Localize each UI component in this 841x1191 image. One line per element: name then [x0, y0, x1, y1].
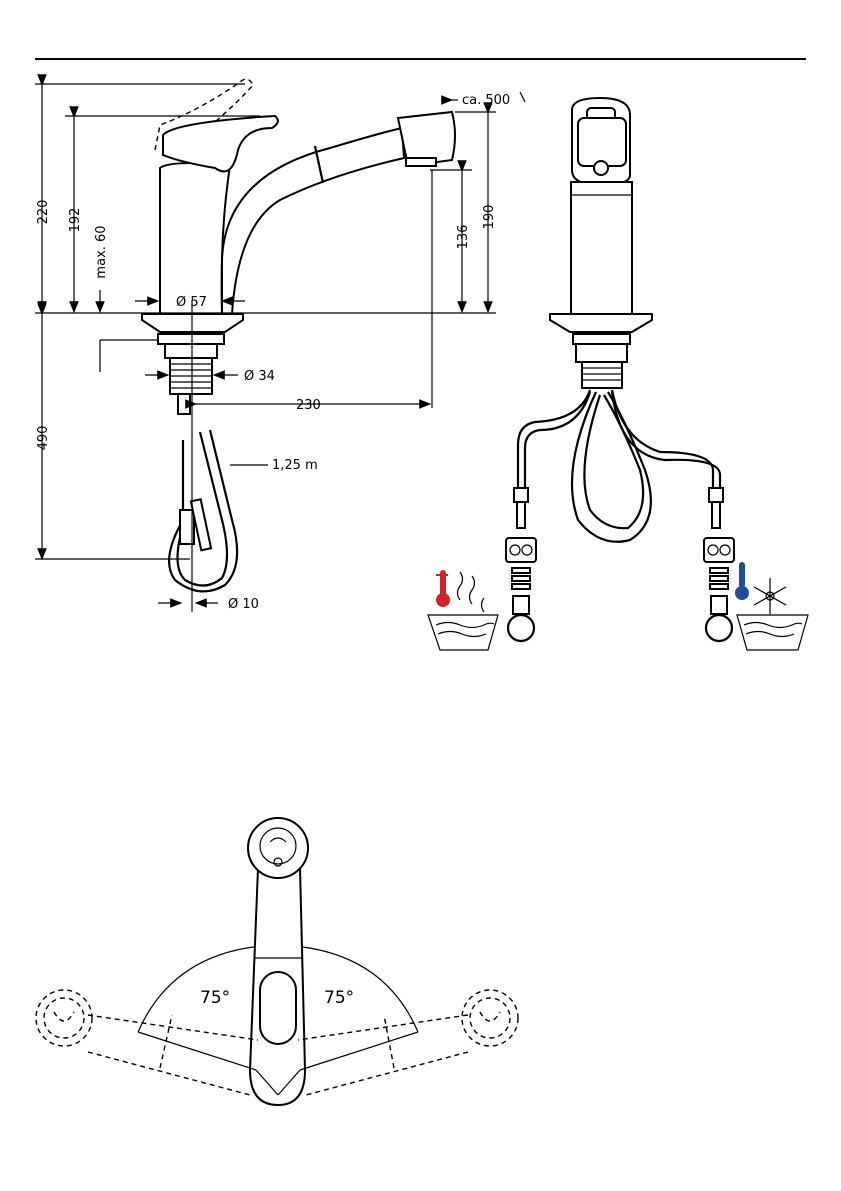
- front-view-faucet: [506, 98, 734, 641]
- cold-water-basin: [737, 615, 808, 650]
- dim-hose-length: 1,25 m: [272, 458, 318, 473]
- swivel-top-view: 75° 75°: [36, 818, 518, 1105]
- steam-icon: [458, 572, 485, 612]
- dim-total-height: 220: [36, 200, 51, 225]
- snowflake-icon: [754, 578, 786, 614]
- side-view-faucet: [142, 79, 455, 612]
- cold-water-thermometer-icon: [735, 562, 749, 600]
- hot-water-basin: [428, 615, 498, 650]
- dim-max-deck: max. 60: [94, 225, 109, 278]
- dim-base-diameter: Ø 57: [176, 295, 207, 310]
- dim-thread-diameter: Ø 34: [244, 369, 275, 384]
- hot-water-thermometer-icon: [436, 570, 450, 607]
- swivel-right-angle: 75°: [324, 988, 354, 1008]
- dim-reach: 230: [296, 398, 321, 413]
- swivel-left-angle: 75°: [200, 988, 230, 1008]
- dim-hose-diameter: Ø 10: [228, 597, 259, 612]
- side-view-dimensions: 220 192 max. 60 Ø 57 190 136 ca. 500 Ø 3…: [35, 84, 525, 612]
- dim-below-deck: 490: [36, 426, 51, 451]
- dim-spout-outlet-height: 136: [456, 225, 471, 250]
- dim-pull-out-length: ca. 500: [462, 93, 510, 108]
- dim-spout-height-total: 190: [482, 205, 497, 230]
- dim-lever-height: 192: [68, 208, 83, 233]
